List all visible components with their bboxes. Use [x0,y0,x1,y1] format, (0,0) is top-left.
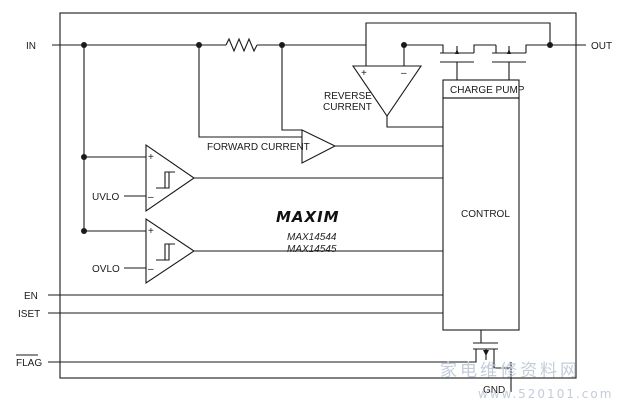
ovlo-label: OVLO [92,264,120,275]
svg-text:–: – [148,192,154,203]
reverse-current-label-1: REVERSE [324,91,372,102]
svg-text:–: – [401,68,407,79]
ovlo-hysteresis-icon [156,243,175,261]
watermark-text: 家电维修资料网 [440,361,580,381]
uvlo-hysteresis-icon [156,171,175,189]
reverse-current-label-2: CURRENT [323,102,372,113]
control-label: CONTROL [461,209,510,220]
svg-text:+: + [148,152,154,163]
part-number-1: MAX14544 [287,232,337,243]
pin-out-label: OUT [591,41,612,52]
uvlo-comparator [145,143,195,213]
charge-pump-label: CHARGE PUMP [450,85,525,96]
reverse-current-amp [351,65,423,117]
pin-flag-label: FLAG [16,358,42,369]
pin-iset-label: ISET [18,309,40,320]
sense-resistor [225,37,258,53]
pin-gnd-label: GND [483,385,505,396]
pin-in-label: IN [26,41,36,52]
svg-text:+: + [361,68,367,79]
charge-pump-block [442,79,520,99]
uvlo-label: UVLO [92,192,119,203]
svg-text:–: – [148,264,154,275]
maxim-logo: MAXIM [276,208,340,226]
pass-fet-2 [492,44,550,80]
pin-en-label: EN [24,291,38,302]
chip-outline [59,12,577,379]
watermark-url: www.520101.com [478,387,613,401]
forward-current-amp [301,129,337,164]
forward-current-label: FORWARD CURRENT [207,142,310,153]
pass-fet-1 [404,44,496,80]
svg-text:+: + [148,226,154,237]
ovlo-comparator [145,217,195,285]
part-number-2: MAX14545 [287,244,337,255]
